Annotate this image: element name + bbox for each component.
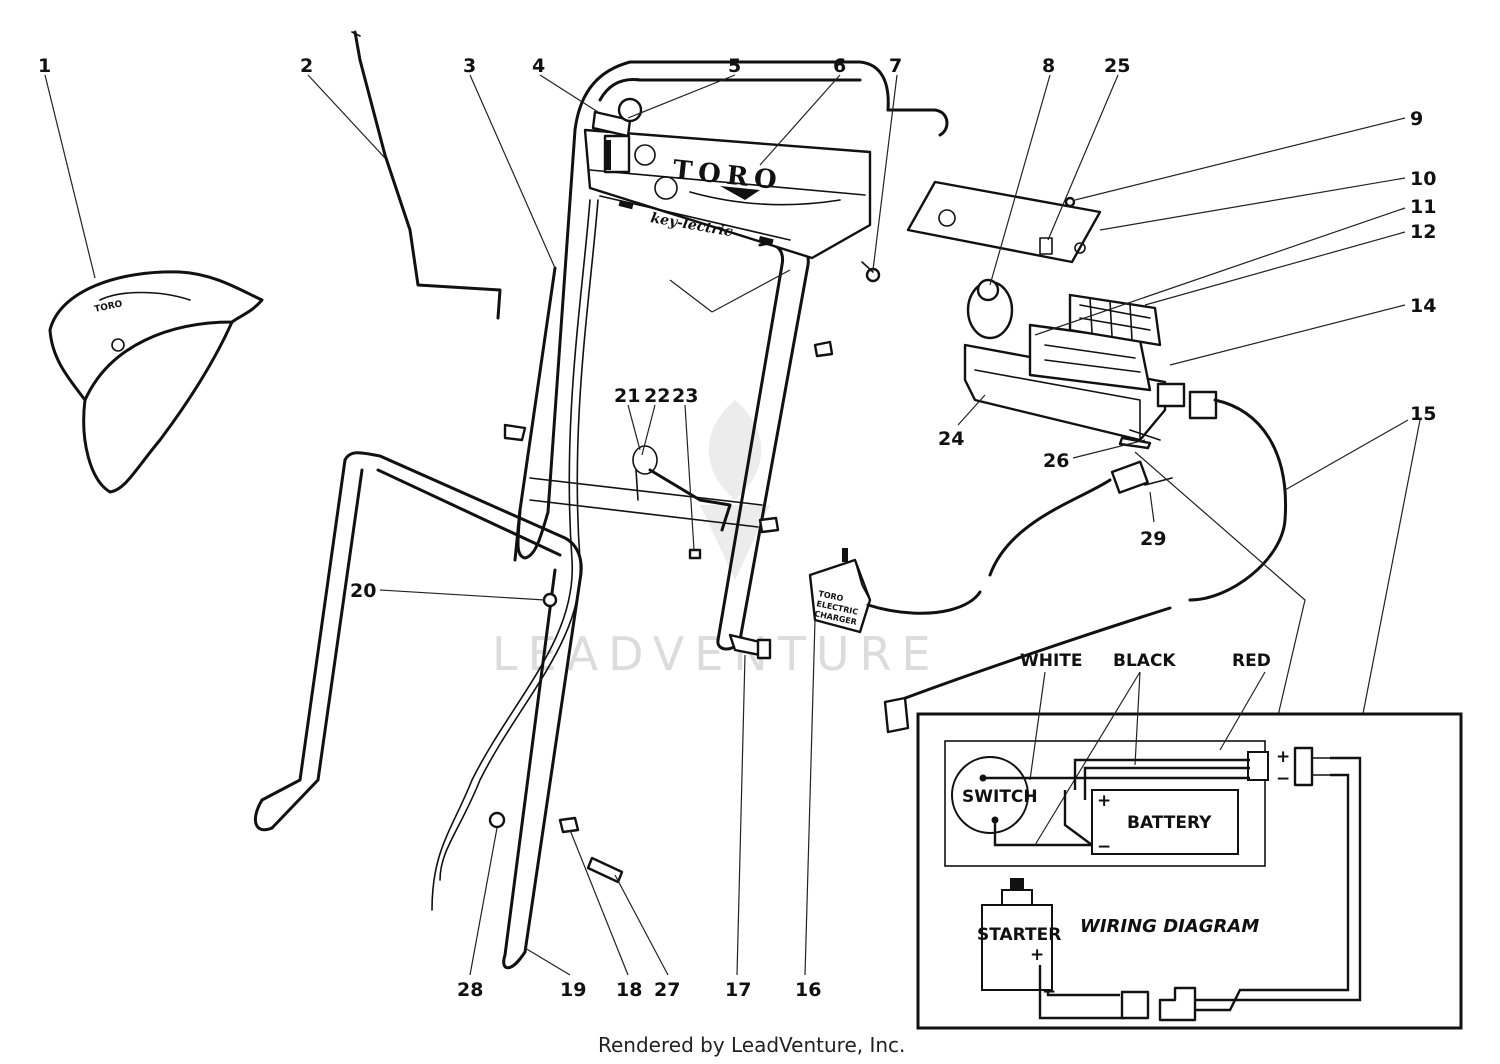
watermark: LEADVENTURE <box>492 400 941 681</box>
battery-connector <box>1247 751 1269 781</box>
starter-plus: + <box>1030 945 1044 965</box>
callout-16: 16 <box>795 979 821 1001</box>
control-cable <box>431 199 599 911</box>
callout-9: 9 <box>1410 108 1423 130</box>
part-6-control-panel: TORO key-lectric <box>583 128 872 260</box>
callout-28: 28 <box>457 979 483 1001</box>
callout-1: 1 <box>38 55 51 77</box>
wire-label-red: RED <box>1232 651 1271 671</box>
callout-25: 25 <box>1104 55 1130 77</box>
part-18-27-pin-spacer <box>558 816 624 884</box>
battery-box-assembly <box>963 278 1186 442</box>
part-19-lower-handle <box>253 451 583 970</box>
callout-4: 4 <box>532 55 545 77</box>
part-28-nut <box>488 811 506 829</box>
callout-20: 20 <box>350 580 376 602</box>
callout-26: 26 <box>1043 450 1069 472</box>
wiring-inner-frame <box>944 740 1266 867</box>
callout-leader-lines <box>44 74 1421 976</box>
callout-6: 6 <box>833 55 846 77</box>
battery-cover-plate <box>906 180 1102 264</box>
starter-minus: − <box>1042 982 1056 1002</box>
small-clips <box>503 340 834 534</box>
callout-24: 24 <box>938 428 964 450</box>
callout-10: 10 <box>1410 168 1436 190</box>
connector-minus: − <box>1276 769 1290 789</box>
callout-19: 19 <box>560 979 586 1001</box>
battery-symbol <box>1091 789 1239 855</box>
svg-text:TORO: TORO <box>94 299 124 315</box>
callout-2: 2 <box>300 55 313 77</box>
callout-18: 18 <box>616 979 642 1001</box>
callout-15: 15 <box>1410 403 1436 425</box>
battery-plus: + <box>1097 791 1111 811</box>
wiring-diagram-title: WIRING DIAGRAM <box>1080 916 1259 937</box>
callout-29: 29 <box>1140 528 1166 550</box>
callout-11: 11 <box>1410 196 1436 218</box>
watermark-text: LEADVENTURE <box>492 627 941 681</box>
callout-22: 22 <box>644 385 670 407</box>
part-21-22-23-latch <box>632 445 732 560</box>
part-15-charging-cable <box>883 390 1288 734</box>
starter-label: STARTER <box>977 925 1061 945</box>
wire-label-white: WHITE <box>1020 651 1083 671</box>
callout-8: 8 <box>1042 55 1055 77</box>
callout-14: 14 <box>1410 295 1436 317</box>
wire-label-black: BLACK <box>1113 651 1176 671</box>
wiring-diagram: WHITE BLACK RED SWITCH BATTERY + − + − S… <box>916 651 1463 1030</box>
callout-27: 27 <box>654 979 680 1001</box>
part-1-rear-deflector: TORO <box>48 270 264 494</box>
part-2-control-rod <box>351 30 502 320</box>
switch-symbol <box>951 756 1029 834</box>
callout-3: 3 <box>463 55 476 77</box>
callout-23: 23 <box>672 385 698 407</box>
part-17-bolt <box>728 633 772 660</box>
callout-12: 12 <box>1410 221 1436 243</box>
part-26-29-battery-lead <box>988 429 1173 577</box>
part-7-screw <box>861 261 881 283</box>
battery-label: BATTERY <box>1127 813 1212 833</box>
battery-minus: − <box>1097 837 1111 857</box>
callout-numbers: 1 2 3 4 5 6 7 8 25 9 10 11 12 14 15 21 2… <box>38 55 1436 1001</box>
callout-21: 21 <box>614 385 640 407</box>
callout-7: 7 <box>889 55 902 77</box>
part-16-electric-charger: TORO ELECTRIC CHARGER <box>808 548 982 634</box>
callout-5: 5 <box>728 55 741 77</box>
switch-label: SWITCH <box>962 787 1038 807</box>
footer-credit: Rendered by LeadVenture, Inc. <box>598 1033 905 1057</box>
callout-17: 17 <box>725 979 751 1001</box>
connector-plus: + <box>1276 747 1290 767</box>
